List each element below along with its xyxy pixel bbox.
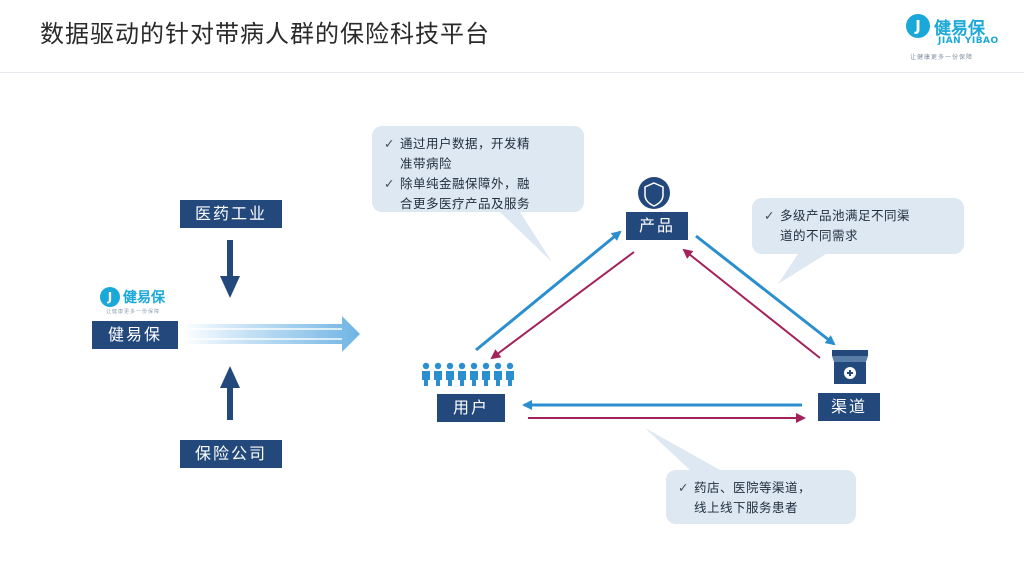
store-icon [832,350,868,384]
small-logo-tagline: 让健康更多一份保障 [106,309,161,315]
person-head [422,362,430,370]
person-head [434,362,442,370]
product-note-line-2: 准带病险 [400,156,453,171]
person-head [482,362,490,370]
person-body [482,371,490,386]
arrow-down-icon [220,240,240,298]
page-title: 数据驱动的针对带病人群的保险科技平台 [40,20,490,48]
arrow-channel-to-product [682,248,821,359]
person-head [470,362,478,370]
person-body [446,371,454,386]
small-logo-name: 健易保 [123,290,165,306]
check-icon: ✓ [384,176,395,191]
product-note-line-4: 合更多医疗产品及服务 [400,196,531,211]
bubble-tail-channel-top [778,254,826,284]
person-head [506,362,514,370]
brand-logo: J 健易保 JIAN YIBAO 让健康更多一份保障 [906,12,1016,64]
small-brand-logo: J 健易保 让健康更多一份保障 [100,287,180,317]
logo-tagline: 让健康更多一份保障 [910,54,974,61]
person-body [506,371,514,386]
person-head [494,362,502,370]
check-icon: ✓ [384,136,395,151]
people-icon [422,362,514,386]
arrow-user-to-product [475,230,622,352]
arrow-product-to-channel [695,234,836,346]
person-body [458,371,466,386]
person-body [494,371,502,386]
product-note-line-1: 通过用户数据，开发精 [400,136,531,151]
shield-icon [638,177,670,209]
channel-label: 渠道 [818,393,880,421]
channel-bottom-line-1: 药店、医院等渠道， [694,480,812,495]
logo-subtitle: JIAN YIBAO [938,36,999,46]
small-logo-mark-icon: J [100,287,120,307]
channel-top-line-2: 道的不同需求 [780,228,859,243]
channel-top-bubble: ✓ 多级产品池满足不同渠 道的不同需求 [752,198,964,254]
check-icon: ✓ [678,480,689,495]
person-head [446,362,454,370]
header: 数据驱动的针对带病人群的保险科技平台 J 健易保 JIAN YIBAO 让健康更… [0,0,1024,73]
bubble-tail-product [500,212,552,262]
product-label: 产品 [626,212,688,240]
pharma-industry-label: 医药工业 [180,200,282,228]
arrow-up-icon [220,366,240,420]
arrow-product-to-user [490,251,635,360]
arrow-right-icon [182,316,360,352]
person-body [422,371,430,386]
insurance-company-label: 保险公司 [180,440,282,468]
user-label: 用户 [437,394,505,422]
check-icon: ✓ [764,208,775,223]
channel-bottom-bubble: ✓ 药店、医院等渠道， 线上线下服务患者 [666,470,856,524]
product-note-line-3: 除单纯金融保障外，融 [400,176,531,191]
channel-top-line-1: 多级产品池满足不同渠 [780,208,911,223]
person-body [434,371,442,386]
person-body [470,371,478,386]
channel-bottom-line-2: 线上线下服务患者 [694,500,799,515]
person-head [458,362,466,370]
logo-name: 健易保 [934,19,985,39]
jianyibao-label: 健易保 [92,321,178,349]
bubble-tail-channel-bottom [645,428,720,470]
logo-mark-icon: J [906,14,930,38]
product-notes-bubble: ✓ 通过用户数据，开发精 准带病险 ✓ 除单纯金融保障外，融 合更多医疗产品及服务 [372,126,584,212]
